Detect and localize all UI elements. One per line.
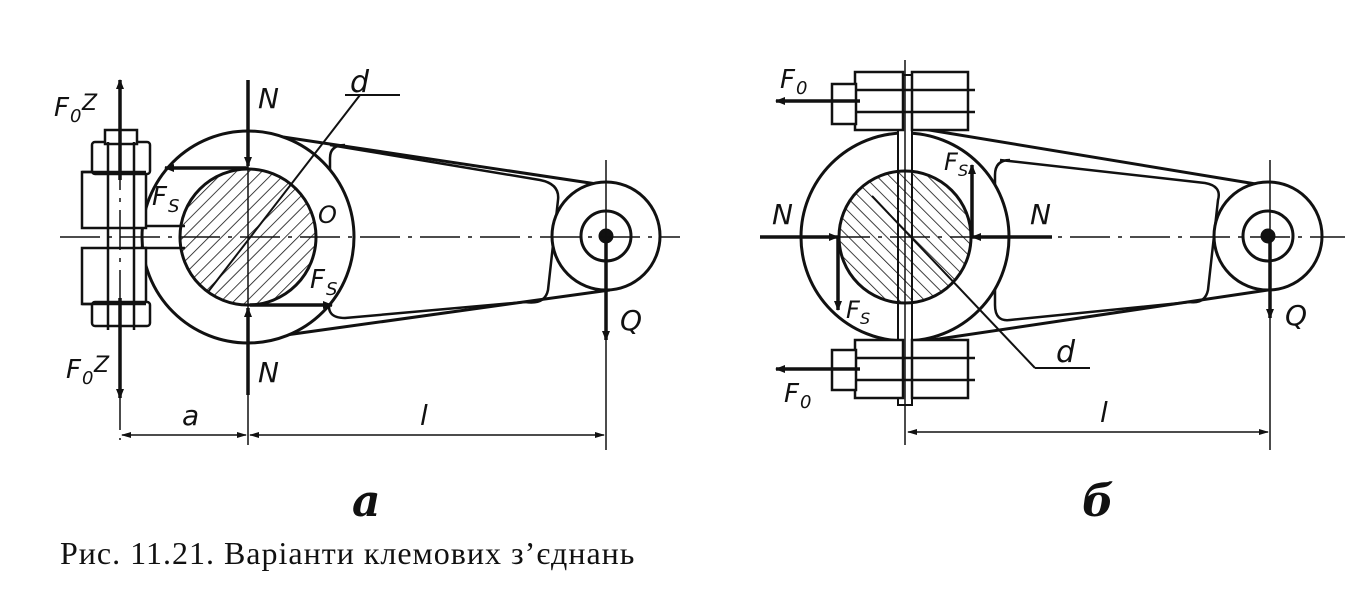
bolt-top-b: [830, 70, 975, 132]
panel-b-labels: F 0 F 0 N N F S F S d Q l б: [772, 65, 1307, 527]
label-F0z-bottom-sub-a: 0: [82, 368, 93, 389]
label-F0-top-sub-b: 0: [796, 78, 807, 99]
label-Fs-left-a: F: [152, 182, 168, 212]
label-d-a: d: [350, 65, 370, 100]
label-dim-l-b: l: [1100, 396, 1108, 429]
label-F0-top-b: F: [780, 65, 796, 95]
lever-window-a: [327, 143, 560, 320]
label-F0z-bottom-z-a: Z: [93, 353, 110, 378]
label-d-b: d: [1056, 335, 1076, 370]
label-N-bottom-a: N: [258, 356, 279, 389]
bolt-a: [80, 128, 152, 330]
panel-a-labels: N N d O F S F S F 0 Z F 0 Z Q a l a: [54, 65, 642, 527]
label-Fs-right-sub-a: S: [326, 279, 337, 300]
label-F0-bottom-sub-b: 0: [800, 392, 811, 413]
lever-window-b: [993, 158, 1220, 322]
label-F0z-bottom-a: F: [66, 355, 82, 385]
label-F0z-top-a: F: [54, 93, 70, 123]
label-Fs-top-sub-b: S: [958, 161, 968, 180]
label-Fs-bottom-b: F: [846, 296, 861, 324]
label-N-right-b: N: [1030, 198, 1051, 231]
label-N-top-a: N: [258, 82, 279, 115]
label-Fs-top-b: F: [944, 148, 959, 176]
panel-b: [760, 60, 1345, 450]
lever-arm-b: [904, 124, 1269, 346]
label-F0-bottom-b: F: [784, 379, 800, 409]
panel-a: [60, 79, 680, 450]
label-F0z-top-z-a: Z: [81, 91, 98, 116]
label-N-left-b: N: [772, 198, 793, 231]
label-Fs-left-sub-a: S: [168, 196, 179, 217]
label-O-a: O: [318, 201, 337, 229]
label-Q-b: Q: [1285, 299, 1307, 332]
panel-letter-b: б: [1082, 476, 1114, 527]
lever-arm-a: [249, 130, 611, 342]
label-dim-l-a: l: [420, 399, 428, 432]
panel-letter-a: a: [352, 476, 381, 527]
figure-caption: Рис. 11.21. Варіанти клемових з’єднань: [60, 535, 636, 571]
bolt-bottom-b: [830, 338, 975, 400]
label-F0z-top-sub-a: 0: [70, 106, 81, 127]
label-Fs-right-a: F: [310, 265, 326, 295]
label-dim-a: a: [182, 399, 199, 432]
label-Fs-bottom-sub-b: S: [860, 309, 870, 328]
label-Q-a: Q: [620, 304, 642, 337]
